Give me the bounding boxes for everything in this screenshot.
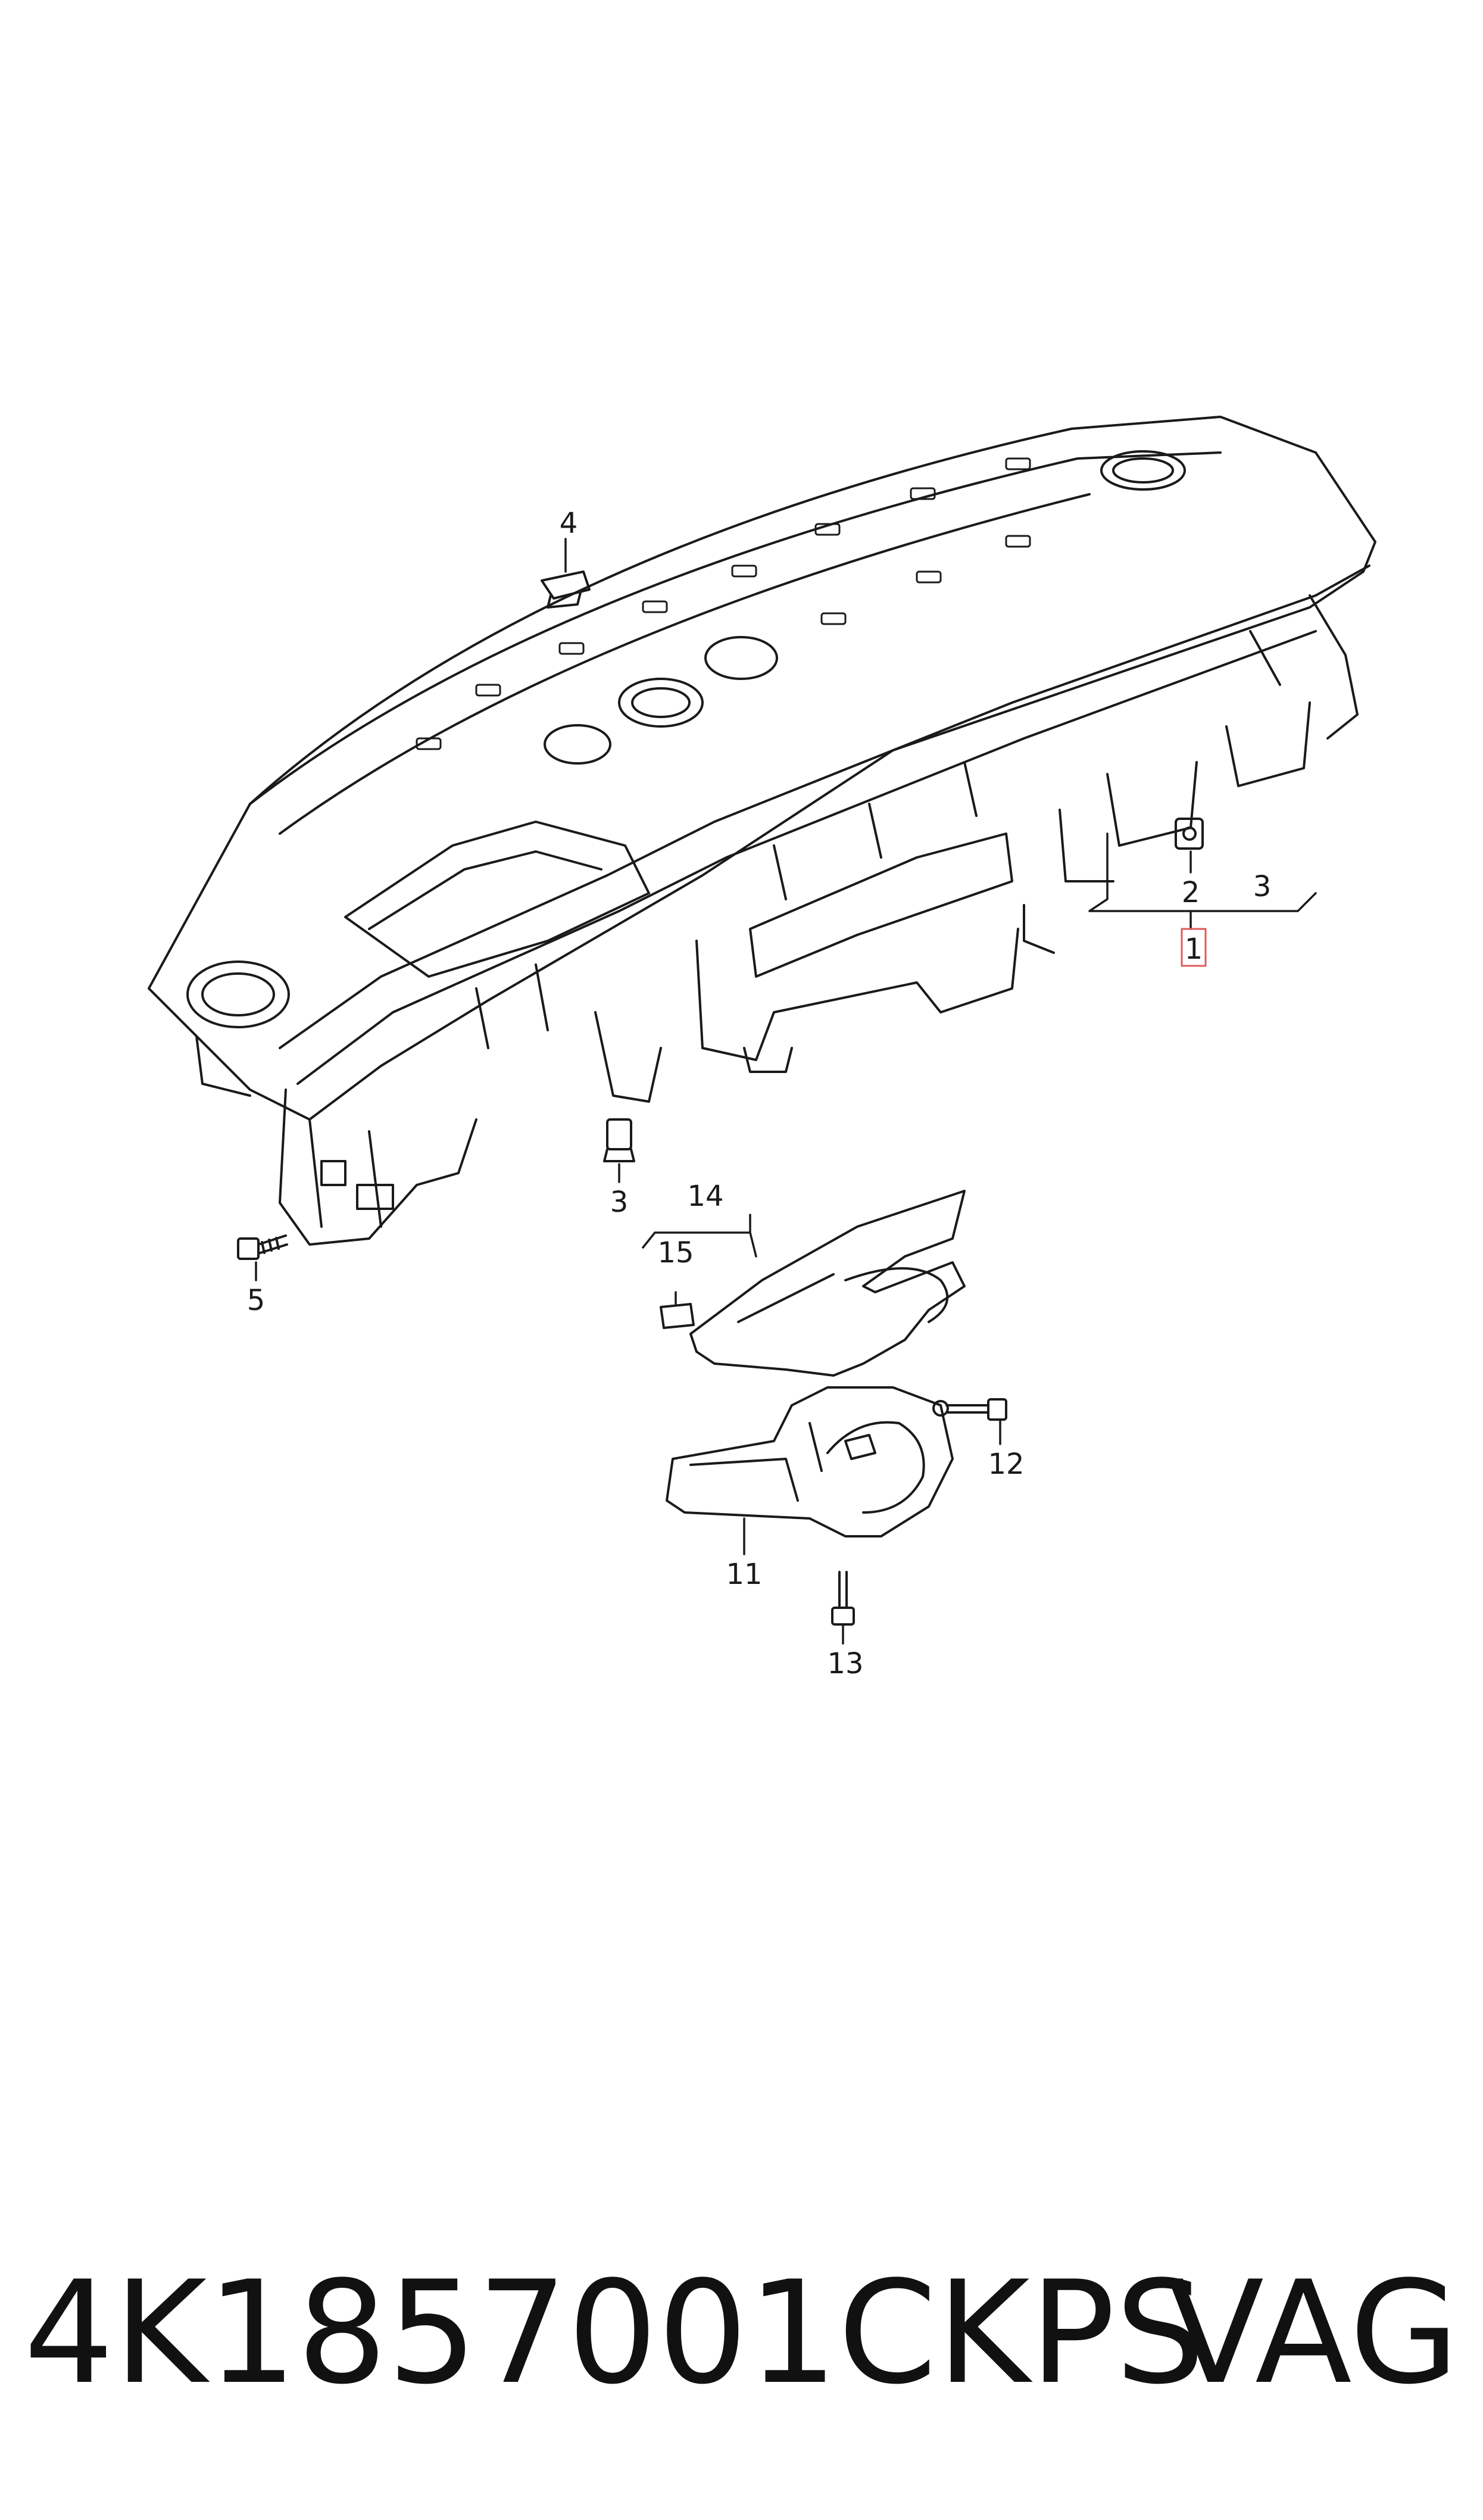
callout-label: 3 bbox=[1253, 870, 1272, 903]
clip-part-4 bbox=[541, 570, 591, 609]
callout-label: 4 bbox=[560, 507, 578, 540]
callout-label: 13 bbox=[827, 1647, 863, 1680]
nut-part-15 bbox=[660, 1303, 695, 1329]
clip-part-2 bbox=[1175, 818, 1204, 850]
callout-label: 1 bbox=[1185, 932, 1203, 966]
dashboard-illustration bbox=[148, 416, 1376, 1246]
screw-part-12 bbox=[932, 1398, 1007, 1421]
clip-part-3 bbox=[603, 1118, 635, 1162]
brand-label: VAG bbox=[1167, 2251, 1459, 2416]
callout-label: 5 bbox=[247, 1284, 266, 1317]
steering-column-cover-illustration bbox=[666, 1386, 954, 1537]
part-number: 4K1857001CKPS bbox=[24, 2251, 1206, 2416]
screw-part-13 bbox=[831, 1571, 855, 1626]
callout-label: 14 bbox=[687, 1180, 723, 1213]
callout-label: 11 bbox=[726, 1558, 762, 1591]
callout-label: 2 bbox=[1182, 876, 1200, 909]
steering-column-trim-illustration bbox=[689, 1190, 966, 1377]
callout-1-highlight bbox=[1181, 928, 1207, 967]
callout-label: 12 bbox=[988, 1448, 1024, 1481]
callout-label: 3 bbox=[610, 1186, 629, 1219]
callout-label: 15 bbox=[657, 1236, 694, 1270]
leader-lines bbox=[255, 538, 1317, 1645]
bolt-part-5 bbox=[237, 1234, 288, 1260]
